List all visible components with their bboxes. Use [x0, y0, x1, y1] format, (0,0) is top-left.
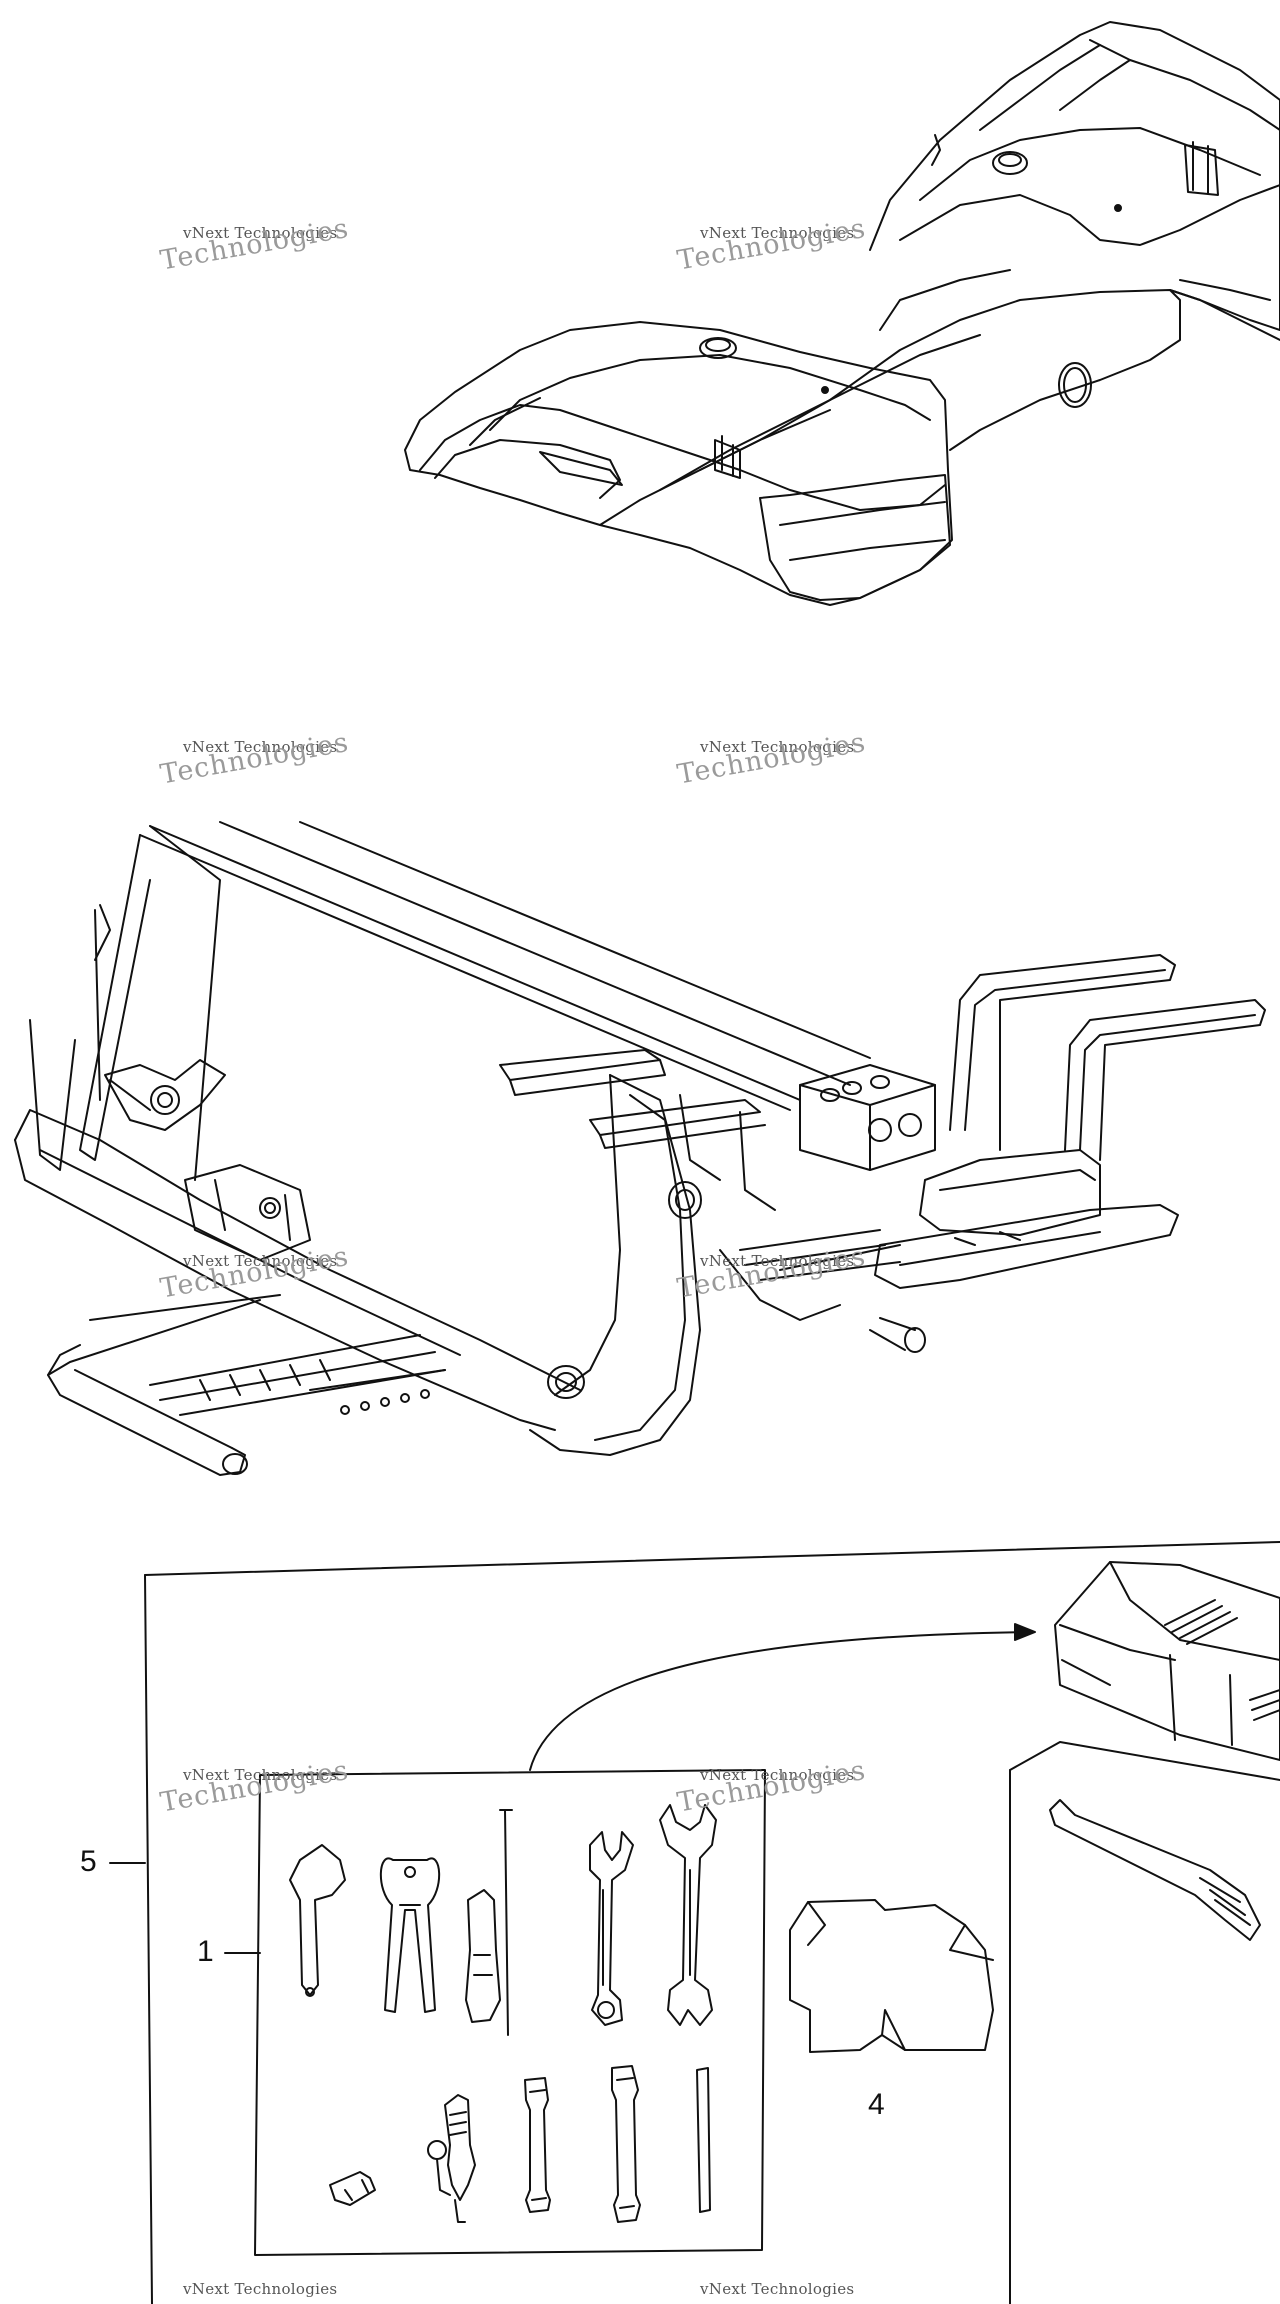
callout-4: 4	[868, 2088, 885, 2121]
fender-body-drawing	[404, 21, 1280, 606]
frame-drawing	[14, 821, 1266, 1476]
callout-5: 5	[80, 1845, 97, 1878]
toolkit-drawing	[109, 1541, 1280, 2304]
callout-1: 1	[197, 1935, 214, 1968]
